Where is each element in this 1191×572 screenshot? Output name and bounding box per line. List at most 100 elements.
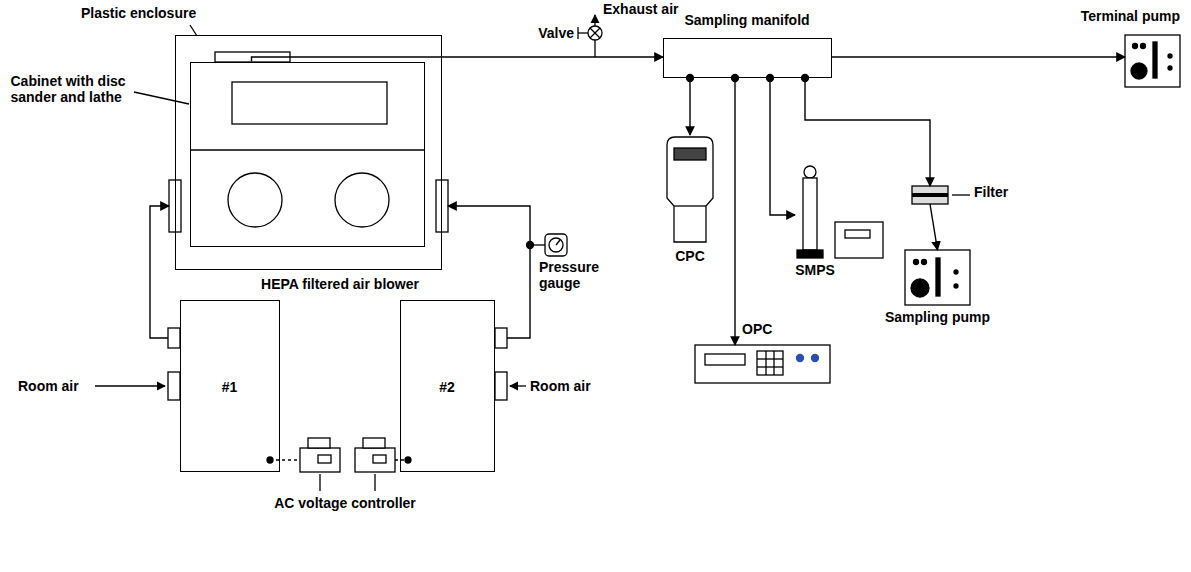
flow-line xyxy=(930,204,938,250)
cabinet-box: Cabinet with disc sander and lathe xyxy=(190,62,425,247)
pump-icon xyxy=(905,250,970,305)
wire-dot xyxy=(267,75,809,464)
cabinet-detail xyxy=(335,173,389,227)
flow-line xyxy=(448,206,530,338)
opc-icon xyxy=(695,345,830,383)
flow-line xyxy=(832,56,1125,57)
flow-line xyxy=(770,78,795,215)
instrument-node: CPC xyxy=(665,135,715,245)
exhaust-valve xyxy=(590,28,600,38)
flow-line xyxy=(805,78,930,186)
filter-icon xyxy=(912,186,948,204)
wire-dot xyxy=(405,457,411,463)
leader-line xyxy=(319,474,320,491)
node-label: Sampling pump xyxy=(877,309,998,325)
smps-icon xyxy=(835,222,883,258)
smps-icon xyxy=(845,230,870,238)
filter-icon xyxy=(912,193,948,197)
voltage-controller xyxy=(308,438,330,448)
air-inlet-arrow xyxy=(95,385,526,386)
smps-icon xyxy=(803,178,817,250)
part-label: Valve xyxy=(520,25,574,41)
exhaust-valve xyxy=(594,15,595,26)
instrument-node: SMPS xyxy=(795,165,885,260)
voltage-controller xyxy=(318,455,331,463)
part-label: HEPA filtered air blower xyxy=(225,276,455,292)
node-label: SMPS xyxy=(795,262,835,278)
opc-icon xyxy=(757,351,783,375)
exhaust-valve xyxy=(578,32,588,33)
node-label: #2 xyxy=(401,379,493,395)
pump-icon xyxy=(954,284,958,288)
cpc-icon xyxy=(674,205,706,206)
glove-port xyxy=(169,180,448,232)
pump-icon xyxy=(905,250,970,305)
smps-icon xyxy=(797,166,883,258)
pump-icon xyxy=(954,270,958,274)
gauge-node: Pressure gauge xyxy=(545,234,567,256)
blower-port xyxy=(168,328,180,348)
node-label: Sampling manifold xyxy=(652,12,842,28)
drawing-group xyxy=(95,15,1180,491)
smps-icon xyxy=(797,250,823,258)
pump-icon xyxy=(936,258,940,296)
cabinet-detail xyxy=(232,82,387,124)
flow-label: Exhaust air xyxy=(603,1,703,17)
blower-port xyxy=(495,372,507,400)
filter-node: Filter xyxy=(912,186,948,204)
opc-icon xyxy=(757,358,783,359)
voltage-controller xyxy=(373,455,386,463)
pressure-gauge-icon xyxy=(530,244,545,245)
pump-node: Sampling pump xyxy=(905,250,970,305)
blower-port xyxy=(495,328,507,348)
node-label: Terminal pump xyxy=(1068,8,1180,24)
pump-icon xyxy=(1131,63,1147,79)
voltage-controller xyxy=(363,438,385,448)
leader-line xyxy=(134,25,970,491)
blower-port xyxy=(168,328,507,400)
air-inlet-arrow xyxy=(95,385,165,386)
opc-icon xyxy=(757,366,783,367)
flow-line xyxy=(689,78,690,135)
cabinet-detail xyxy=(190,52,425,227)
node-label: Filter xyxy=(974,184,1034,200)
opc-icon xyxy=(765,351,766,375)
instrument-node: OPC xyxy=(695,345,830,383)
exhaust-valve xyxy=(590,28,600,38)
smps-icon xyxy=(804,166,816,178)
pressure-gauge-icon xyxy=(549,238,563,252)
opc-icon xyxy=(773,351,774,375)
opc-icon xyxy=(705,354,745,365)
pump-icon xyxy=(1125,35,1180,87)
leader-line xyxy=(134,92,189,104)
node-label: Cabinet with disc sander and lathe xyxy=(11,73,131,105)
pressure-gauge-icon xyxy=(530,234,567,256)
opc-icon xyxy=(797,355,804,362)
exhaust-valve xyxy=(588,26,602,40)
pump-icon xyxy=(1168,54,1172,58)
flow-label: Room air xyxy=(18,378,93,394)
node-label: Pressure gauge xyxy=(539,259,611,291)
blower-box: #2 xyxy=(400,300,495,472)
flow-label: Room air xyxy=(530,378,605,394)
enclosure-box: Cabinet with disc sander and lathePlasti… xyxy=(175,35,442,270)
pump-icon xyxy=(911,279,929,297)
wire-dot xyxy=(267,457,273,463)
control-wire xyxy=(270,459,300,460)
blower-box: #1 xyxy=(180,300,280,472)
pump-icon xyxy=(1141,44,1146,49)
flow-line xyxy=(150,206,169,338)
opc-icon xyxy=(812,355,819,362)
pump-node: Terminal pump xyxy=(1125,35,1180,87)
pump-icon xyxy=(914,260,919,265)
leader-line xyxy=(952,194,970,195)
exhaust-valve xyxy=(594,40,595,57)
exhaust-valve xyxy=(577,27,578,39)
part-label: AC voltage controller xyxy=(255,495,435,511)
cabinet-detail xyxy=(228,173,282,227)
pump-icon xyxy=(922,260,927,265)
opc-icon xyxy=(695,345,830,383)
node-label: Plastic enclosure xyxy=(81,5,221,21)
